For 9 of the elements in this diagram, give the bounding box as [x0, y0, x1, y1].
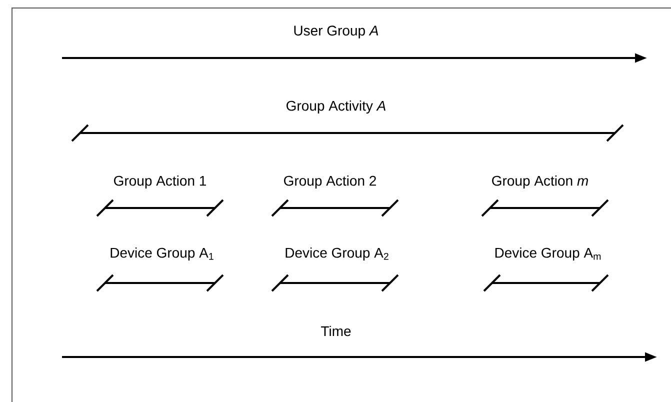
timeline-label: Time [321, 326, 351, 336]
timeline-label: Group Activity A [286, 100, 386, 114]
timeline-label: Device Group A$_{2}$ [286, 247, 388, 261]
timeline-label: Device Group A$_{1}$ [110, 247, 214, 261]
timeline-label: User Group A [294, 26, 378, 38]
timeline-label: Group Action 2 [284, 175, 376, 189]
timeline-label: Group Action m [492, 175, 588, 189]
timeline-label: Group Action 1 [114, 175, 206, 189]
timeline-label: Device Group A$_{m}$ [495, 247, 601, 261]
